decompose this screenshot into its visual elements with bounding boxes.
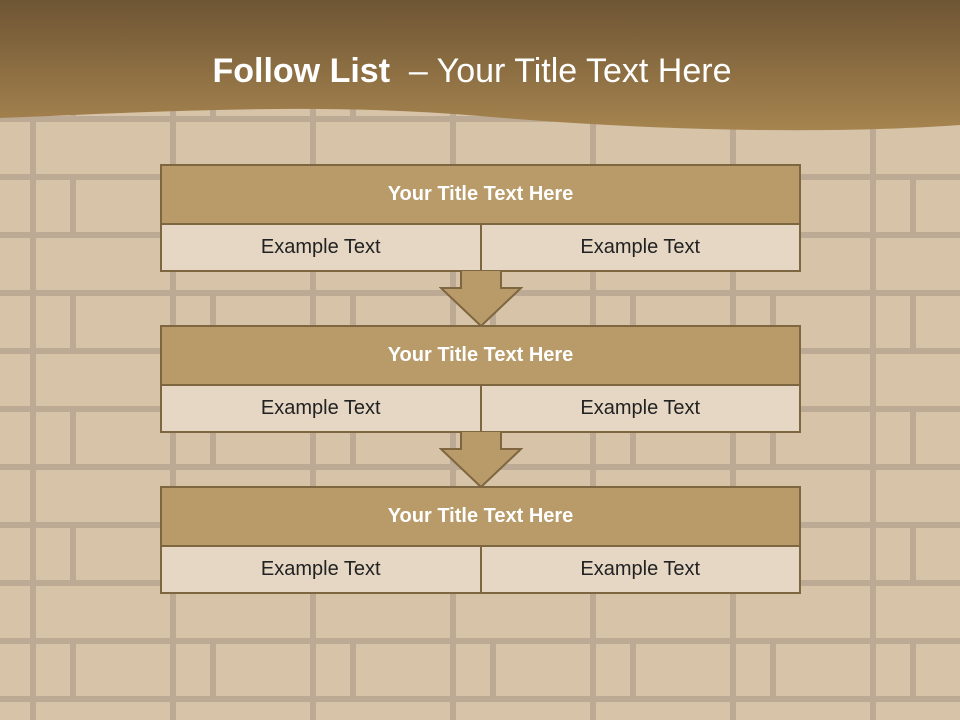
- step-title-2: Your Title Text Here: [162, 327, 799, 386]
- step-row-1: Example Text Example Text: [162, 225, 799, 270]
- step-row-2: Example Text Example Text: [162, 386, 799, 431]
- step-box-2: Your Title Text Here Example Text Exampl…: [160, 325, 801, 433]
- step-title-1: Your Title Text Here: [162, 166, 799, 225]
- step-title-3: Your Title Text Here: [162, 488, 799, 547]
- step-1-right-text: Example Text: [479, 225, 800, 270]
- step-box-1: Your Title Text Here Example Text Exampl…: [160, 164, 801, 272]
- down-arrow-icon: [439, 270, 523, 328]
- step-box-3: Your Title Text Here Example Text Exampl…: [160, 486, 801, 594]
- step-row-3: Example Text Example Text: [162, 547, 799, 592]
- step-1-left-text: Example Text: [260, 236, 381, 258]
- page-title-rest: – Your Title Text Here: [390, 52, 732, 90]
- header-banner: [0, 0, 960, 131]
- page-title-strong: Follow List: [212, 52, 391, 90]
- step-2-right-text: Example Text: [479, 386, 800, 431]
- step-3-left-text: Example Text: [260, 558, 381, 580]
- page-title: Follow List – Your Title Text Here: [0, 52, 944, 91]
- step-2-left-text: Example Text: [260, 397, 381, 419]
- down-arrow-icon: [439, 431, 523, 489]
- step-3-right-text: Example Text: [479, 547, 800, 592]
